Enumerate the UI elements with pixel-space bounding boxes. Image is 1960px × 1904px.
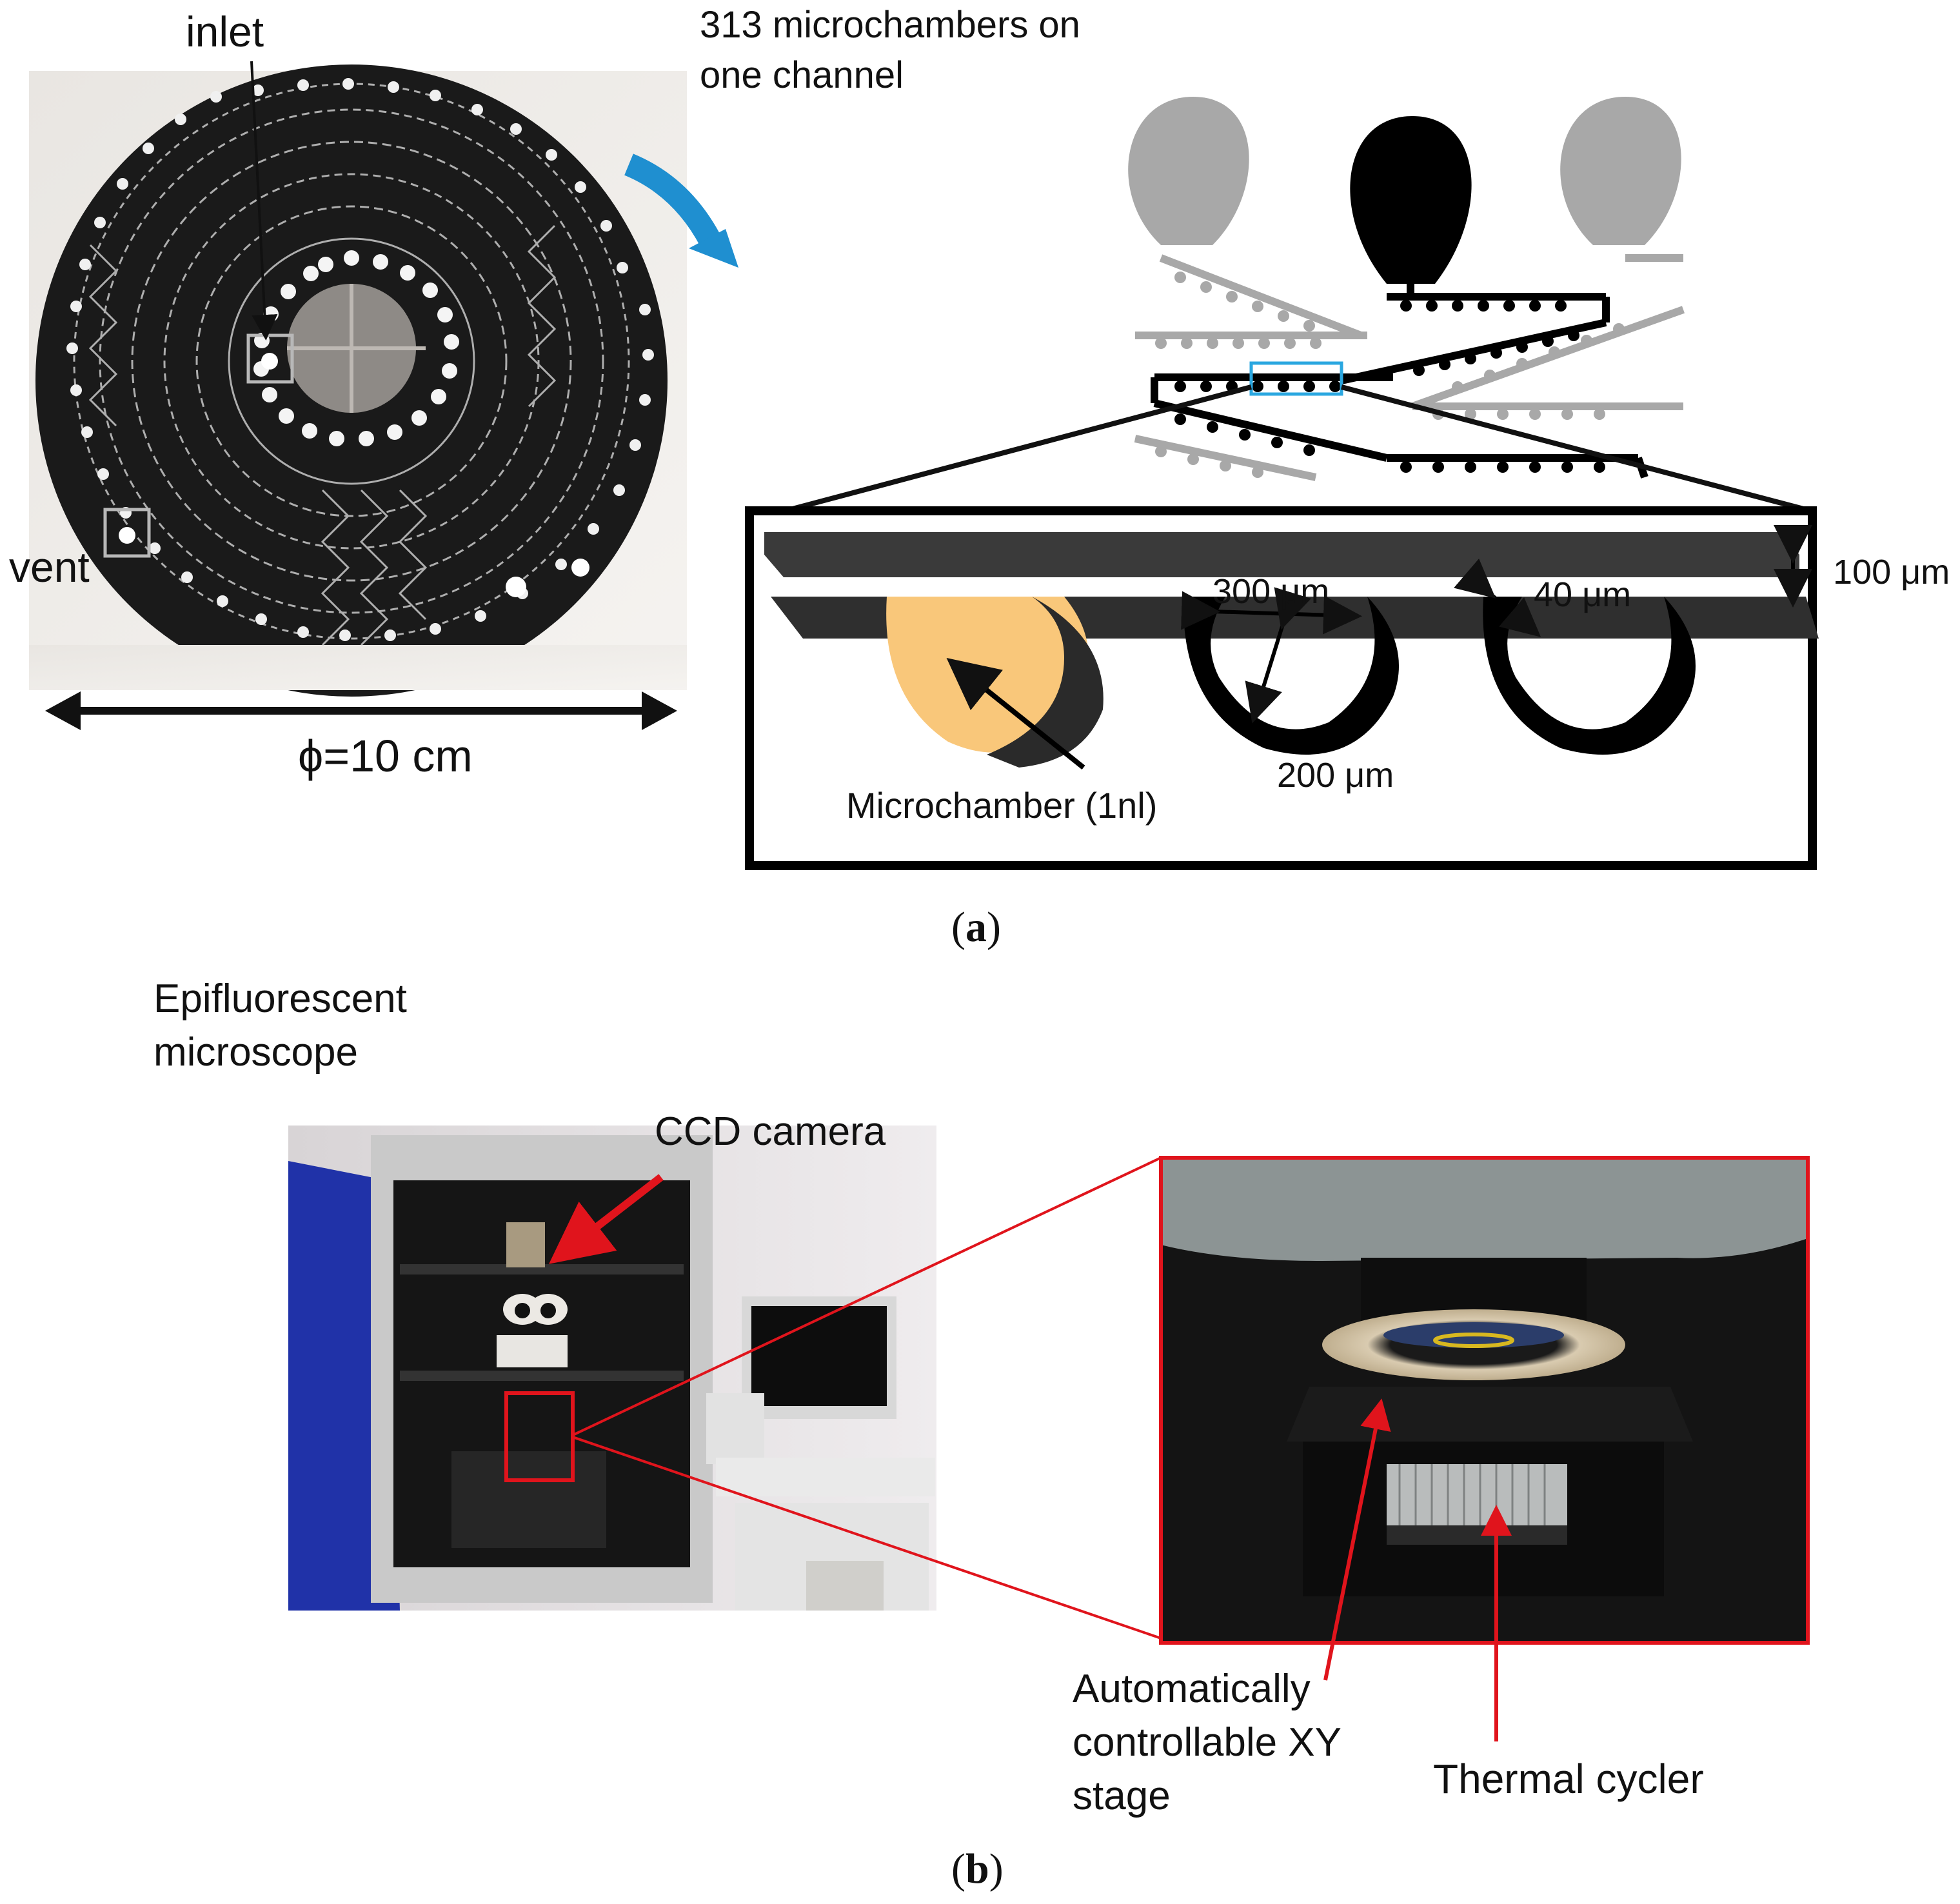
ccd-arrow (549, 1174, 664, 1264)
dim-40-label: 40 μm (1534, 575, 1632, 614)
well-3 (1483, 597, 1696, 755)
microscope-label-line2: microscope (153, 1030, 358, 1075)
dim-100-label: 100 μm (1833, 553, 1950, 591)
thermal-cycler (1387, 1464, 1567, 1525)
rotation-arrow (624, 154, 738, 268)
stage-arrow (1323, 1398, 1391, 1681)
cycler-label: Thermal cycler (1433, 1756, 1704, 1802)
stage-label-line3: stage (1073, 1774, 1171, 1818)
inlet-arrow (250, 61, 278, 341)
stage-label-line2: controllable XY (1073, 1720, 1342, 1765)
microscope-label-line1: Epifluorescent (153, 977, 407, 1021)
disc-channels (73, 83, 630, 646)
chamber-pointer (946, 658, 1085, 770)
channel-caption: 313 microchambers on one channel (700, 4, 1080, 97)
inner-hole-ring (253, 250, 459, 446)
diameter-label: ϕ=10 cm (298, 731, 473, 781)
channel-schematic (1128, 97, 1685, 481)
diameter-arrow (45, 691, 677, 730)
well-2 (1183, 597, 1399, 755)
dim-300-label: 300 μm (1213, 572, 1330, 611)
zoom-highlight-box (1249, 361, 1343, 396)
dim-200-label: 200 μm (1277, 756, 1394, 795)
disc-photo (29, 64, 687, 697)
vent-label: vent (9, 543, 90, 591)
ccd-camera (506, 1222, 545, 1267)
dimension-arrows (1181, 525, 1812, 724)
ccd-label: CCD camera (655, 1109, 886, 1154)
inlet-label: inlet (186, 8, 264, 55)
microscope-photo (288, 1126, 936, 1611)
stage-highlight-box (504, 1391, 575, 1482)
stage-closeup-photo (1159, 1156, 1810, 1645)
stage-label-line1: Automatically (1073, 1667, 1311, 1711)
chamber-label: Microchamber (1nl) (846, 785, 1158, 826)
caption-a: (a) (951, 904, 1001, 951)
crosssection-inset (745, 506, 1819, 870)
vent-box (103, 508, 151, 558)
caption-b: (b) (951, 1845, 1004, 1892)
